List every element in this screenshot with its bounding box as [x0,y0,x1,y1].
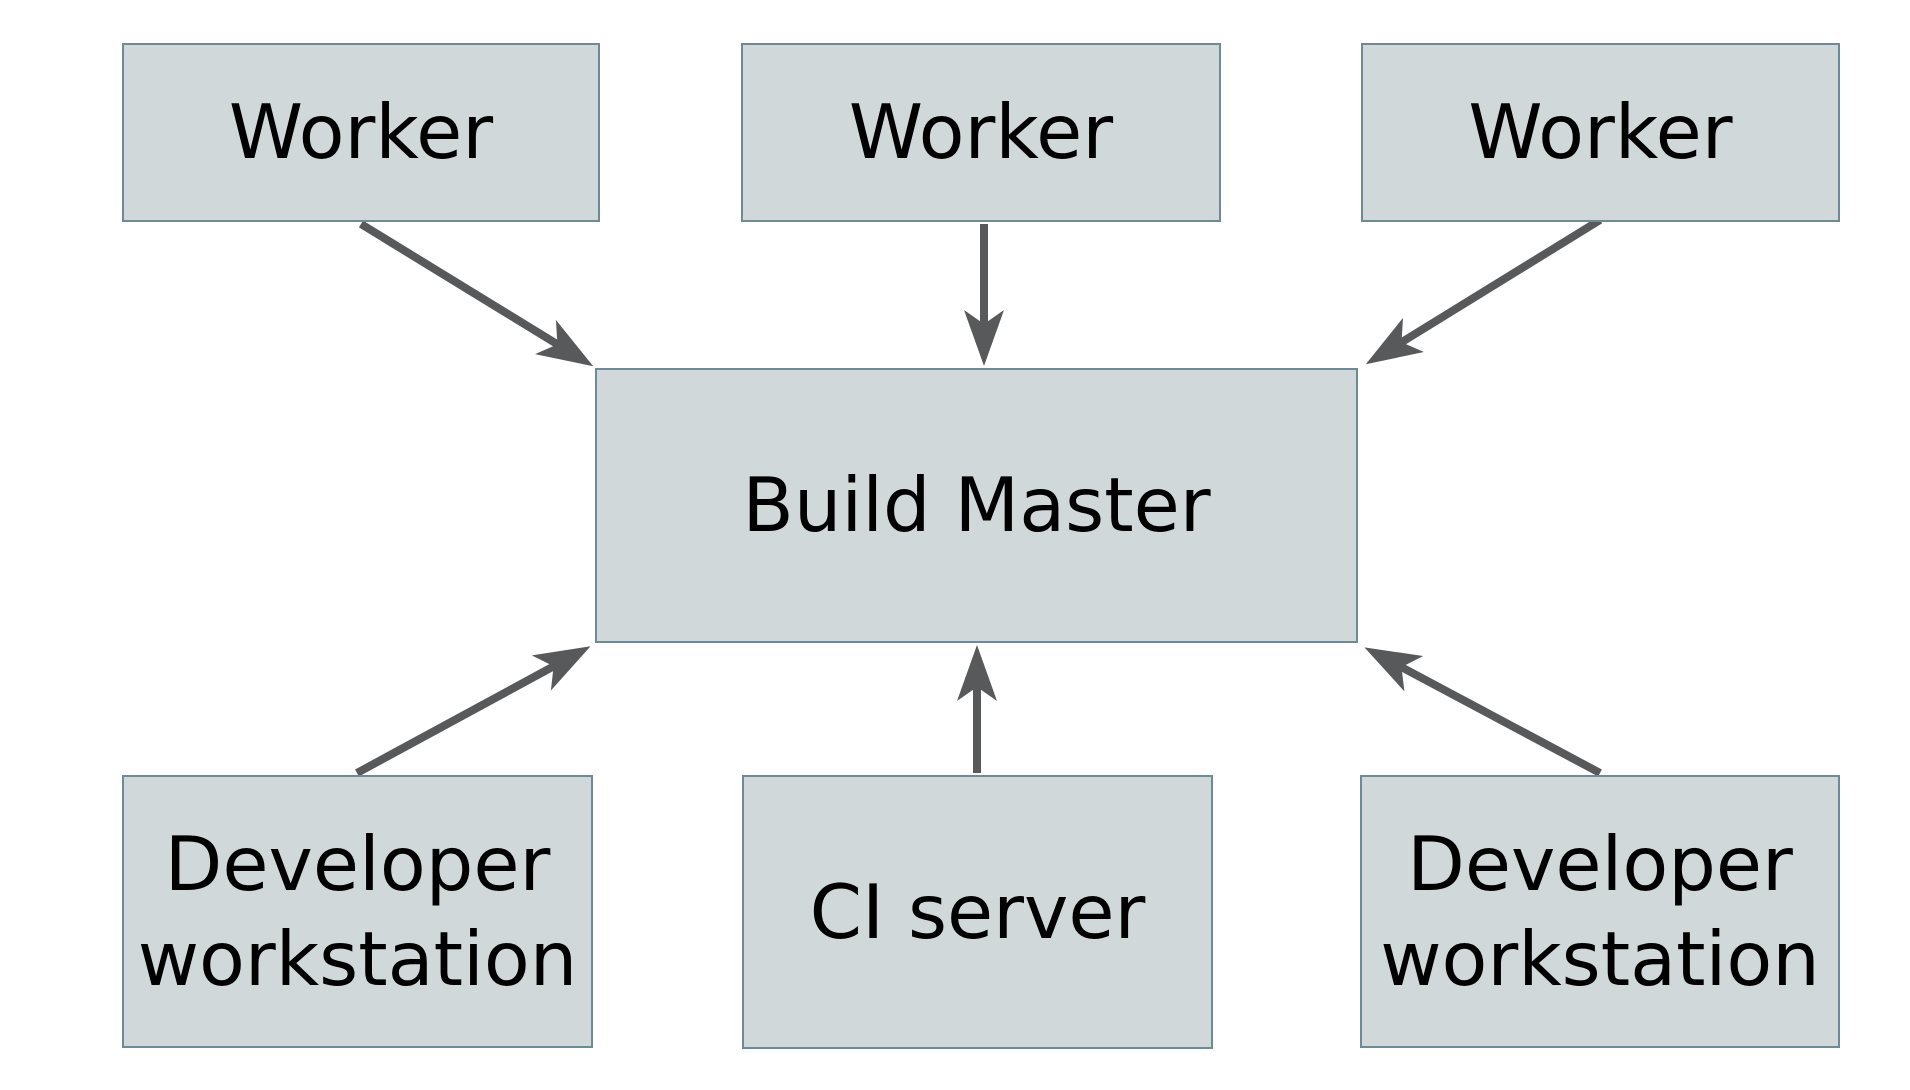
node-label-line: Worker [848,88,1114,177]
node-build-master: Build Master [595,368,1358,643]
node-label-line: Worker [228,88,494,177]
node-label-line: Worker [1468,88,1733,177]
node-worker-3: Worker [1361,43,1840,222]
node-label-line: CI server [809,867,1146,956]
node-worker-2: Worker [741,43,1221,222]
node-label-line: workstation [137,914,578,1003]
node-worker-1: Worker [122,43,600,222]
node-label-line: Developer [1407,820,1793,908]
arrow-worker-1-to-build-master [358,220,594,367]
arrow-developer-workstation-left-to-build-master [355,646,591,777]
arrow-developer-workstation-right-to-build-master [1364,647,1602,777]
node-label-line: workstation [1380,914,1820,1003]
node-ci-server: CI server [742,775,1213,1049]
node-label-line: Build Master [742,461,1211,550]
arrow-worker-3-to-build-master [1365,216,1603,365]
node-label-line: Developer [164,820,551,908]
